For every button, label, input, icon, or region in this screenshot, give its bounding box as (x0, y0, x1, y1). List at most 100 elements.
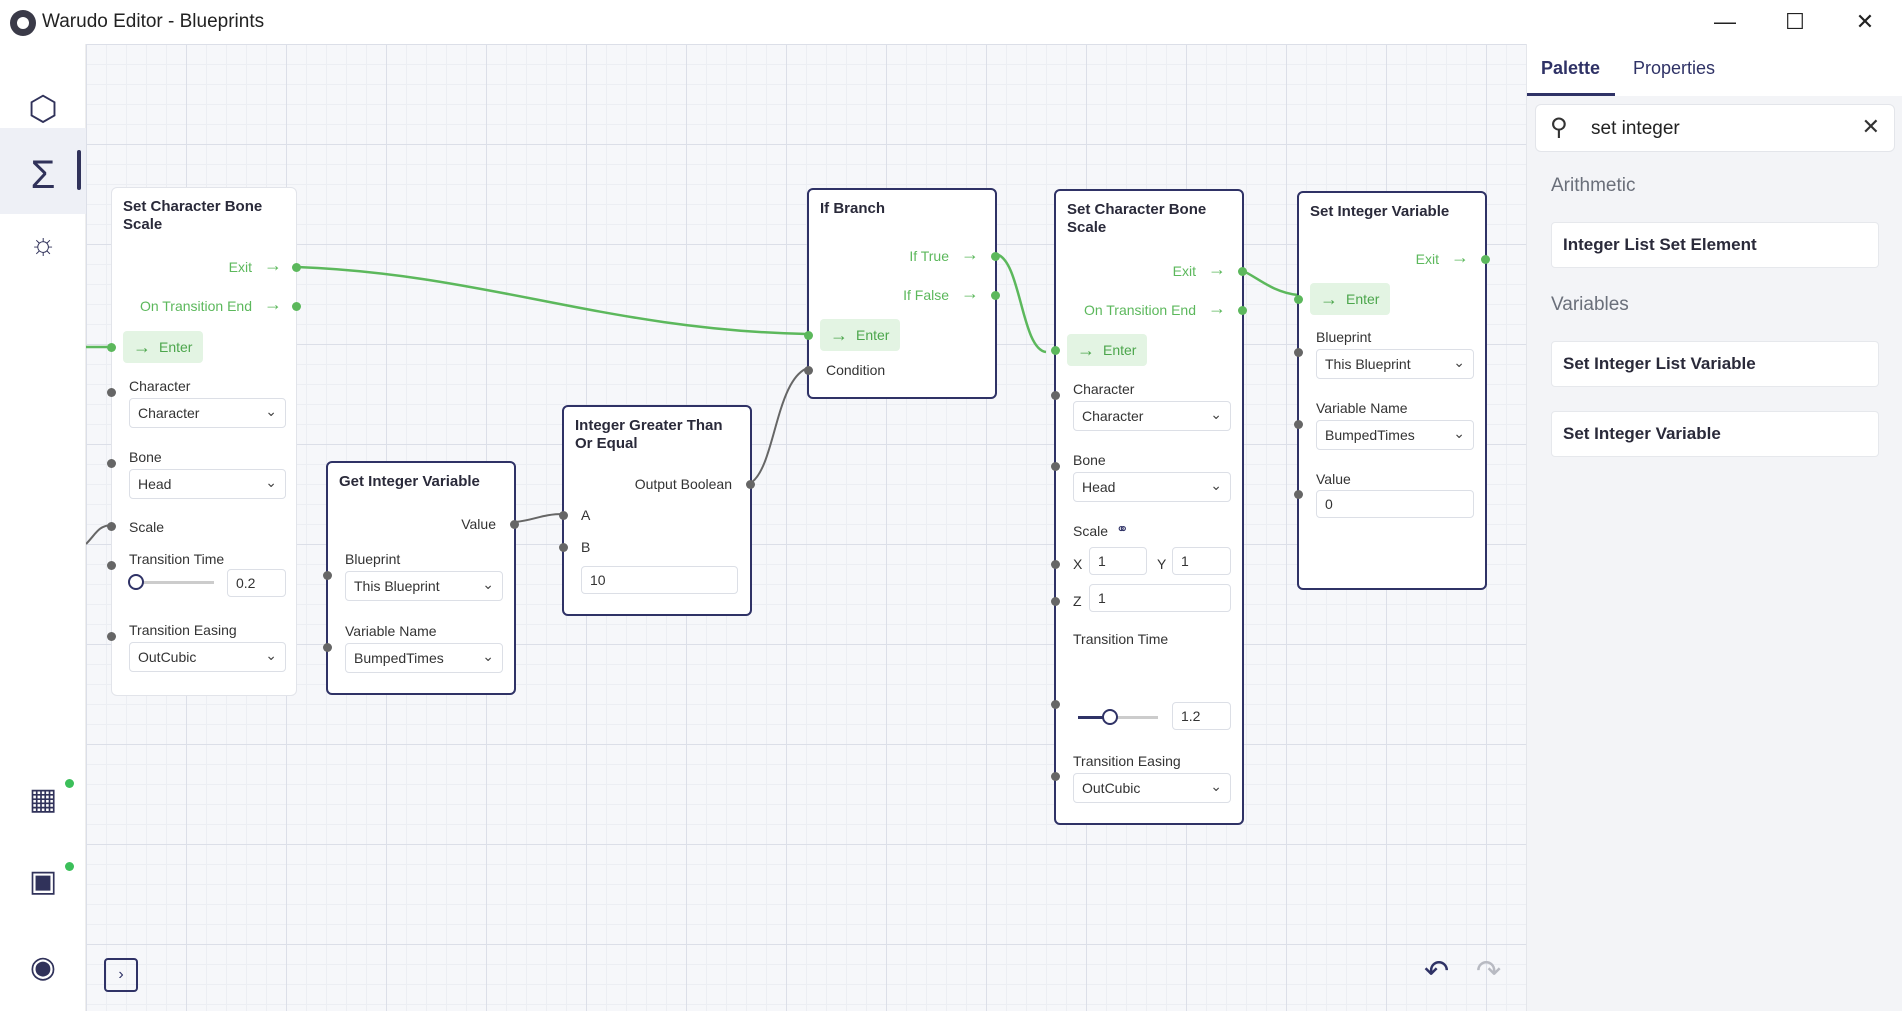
slider-knob[interactable] (128, 574, 144, 590)
scale-x-input[interactable]: 1 (1089, 547, 1147, 575)
transition-easing-select[interactable]: OutCubic⌄ (129, 642, 286, 672)
exit-arrow-icon: → (1208, 259, 1226, 279)
transition-time-port[interactable] (107, 561, 116, 570)
enter-port[interactable] (1051, 346, 1060, 355)
chevron-down-icon: ⌄ (1210, 477, 1222, 493)
node-set-character-bone-scale-2[interactable]: Set Character Bone Scale Exit → On Trans… (1051, 189, 1247, 825)
flow-wire (296, 265, 808, 336)
transition-easing-port[interactable] (107, 632, 116, 641)
search-box[interactable]: ⚲ set integer ✕ (1535, 104, 1895, 152)
enter-arrow-icon: → (133, 336, 151, 357)
palette-settings-icon[interactable]: ◉ (29, 950, 57, 984)
bone-port[interactable] (1051, 462, 1060, 471)
palette-item-set-integer-list-variable[interactable]: Set Integer List Variable (1551, 341, 1879, 387)
link-icon[interactable]: ⚭ (1116, 521, 1129, 538)
value-port[interactable] (1294, 490, 1303, 499)
node-integer-greater-than-or-equal[interactable]: Integer Greater Than Or Equal Output Boo… (559, 405, 755, 616)
scale-y-input[interactable]: 1 (1172, 547, 1231, 575)
node-if-branch[interactable]: If Branch If True → If False → →Enter Co… (804, 188, 1000, 399)
transition-time-slider[interactable] (1078, 716, 1158, 719)
variable-name-select[interactable]: BumpedTimes⌄ (1316, 420, 1474, 450)
toggle-panel-icon[interactable]: › (104, 958, 138, 992)
lightbulb-icon[interactable]: ☼ (29, 228, 57, 261)
transition-time-label: Transition Time (129, 551, 225, 567)
tab-properties[interactable]: Properties (1633, 58, 1716, 78)
right-panel: Palette Properties ⚲ set integer ✕ Arith… (1526, 44, 1902, 1011)
variable-name-port[interactable] (1294, 420, 1303, 429)
enter-port[interactable] (804, 331, 813, 340)
variable-name-port[interactable] (323, 643, 332, 652)
b-value-input[interactable]: 10 (581, 566, 738, 594)
transition-time-input[interactable]: 0.2 (227, 569, 286, 597)
on-transition-end-port[interactable] (292, 302, 301, 311)
tab-palette[interactable]: Palette (1541, 58, 1601, 78)
condition-port[interactable] (804, 366, 813, 375)
on-transition-end-arrow-icon: → (264, 294, 282, 314)
if-false-arrow-icon: → (961, 283, 979, 303)
if-true-port[interactable] (991, 252, 1000, 261)
transition-easing-port[interactable] (1051, 772, 1060, 781)
close-icon[interactable]: ✕ (1855, 9, 1875, 34)
exit-port[interactable] (1238, 267, 1247, 276)
enter-arrow-icon: → (1320, 288, 1338, 309)
output-boolean-port[interactable] (746, 480, 755, 489)
blueprint-select[interactable]: This Blueprint⌄ (345, 571, 503, 601)
on-transition-end-port[interactable] (1238, 306, 1247, 315)
exit-port[interactable] (292, 263, 301, 272)
chevron-down-icon: ⌄ (265, 403, 277, 419)
if-false-port[interactable] (991, 291, 1000, 300)
bone-select[interactable]: Head⌄ (1073, 472, 1231, 502)
slider-knob[interactable] (1102, 709, 1118, 725)
character-select[interactable]: Character⌄ (129, 398, 286, 428)
b-port[interactable] (559, 543, 568, 552)
value-input[interactable]: 0 (1316, 490, 1474, 518)
blueprint-select[interactable]: This Blueprint⌄ (1316, 349, 1474, 379)
maximize-icon[interactable]: ☐ (1785, 9, 1805, 34)
blueprint-port[interactable] (1294, 348, 1303, 357)
enter-button[interactable]: →Enter (1067, 334, 1147, 366)
bilibili-icon[interactable]: ▦ (28, 782, 58, 816)
blueprint-port[interactable] (323, 571, 332, 580)
exit-port[interactable] (1481, 255, 1490, 264)
blueprint-canvas[interactable]: Set Character Bone Scale Exit → On Trans… (86, 44, 1526, 1011)
node-set-character-bone-scale-1[interactable]: Set Character Bone Scale Exit → On Trans… (107, 187, 301, 696)
variable-name-select[interactable]: BumpedTimes⌄ (345, 643, 503, 673)
scale-z-input[interactable]: 1 (1089, 584, 1231, 612)
character-select[interactable]: Character⌄ (1073, 401, 1231, 431)
transition-easing-select[interactable]: OutCubic⌄ (1073, 773, 1231, 803)
twitch-icon[interactable]: ▣ (28, 864, 58, 898)
node-get-integer-variable[interactable]: Get Integer Variable Value Blueprint Thi… (323, 461, 519, 695)
search-input[interactable]: set integer (1591, 118, 1680, 139)
chevron-down-icon: ⌄ (1453, 425, 1465, 441)
enter-arrow-icon: → (830, 324, 848, 345)
enter-port[interactable] (1294, 295, 1303, 304)
transition-time-slider[interactable] (134, 581, 214, 584)
blueprints-sigma-icon[interactable]: Σ (30, 152, 56, 197)
undo-icon[interactable]: ↶ (1424, 955, 1450, 988)
transition-time-input[interactable]: 1.2 (1172, 702, 1231, 730)
z-label: Z (1073, 593, 1082, 609)
value-output-port[interactable] (510, 520, 519, 529)
enter-button[interactable]: →Enter (820, 319, 900, 351)
character-port[interactable] (1051, 391, 1060, 400)
character-port[interactable] (107, 388, 116, 397)
z-port[interactable] (1051, 597, 1060, 606)
minimize-icon[interactable]: — (1714, 9, 1736, 34)
enter-button[interactable]: →Enter (1310, 283, 1390, 315)
enter-button[interactable]: →Enter (123, 331, 203, 363)
bone-port[interactable] (107, 459, 116, 468)
scene-cube-icon[interactable]: ⬡ (28, 90, 58, 128)
enter-port[interactable] (107, 343, 116, 352)
bone-select[interactable]: Head⌄ (129, 469, 286, 499)
palette-item-integer-list-set-element[interactable]: Integer List Set Element (1551, 222, 1879, 268)
clear-search-icon[interactable]: ✕ (1861, 114, 1880, 139)
scale-port[interactable] (107, 522, 116, 531)
palette-item-set-integer-variable[interactable]: Set Integer Variable (1551, 411, 1879, 457)
transition-time-port[interactable] (1051, 700, 1060, 709)
redo-icon[interactable]: ↷ (1476, 955, 1502, 988)
x-port[interactable] (1051, 560, 1060, 569)
a-port[interactable] (559, 511, 568, 520)
node-set-integer-variable[interactable]: Set Integer Variable Exit → →Enter Bluep… (1294, 191, 1490, 590)
search-icon: ⚲ (1550, 114, 1568, 141)
exit-label: Exit (1415, 251, 1439, 267)
